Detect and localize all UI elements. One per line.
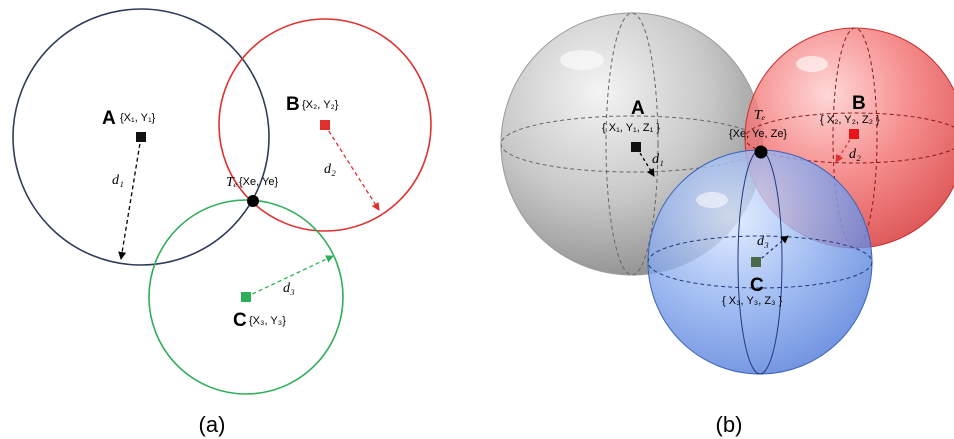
circle-c — [148, 199, 344, 395]
sphere-distance-line-d2 — [835, 134, 854, 163]
sphere-anchor-b-marker — [849, 129, 859, 139]
panel-a: A {X₁, Y₁} B {X₂, Y₂} C {X₃, Y₃} Tₑ {Xe,… — [12, 8, 432, 437]
sphere-anchor-c-name: C — [750, 275, 764, 296]
sphere-anchor-a-marker — [631, 142, 641, 152]
anchor-c-name: C — [233, 310, 247, 331]
sphere-distance-line-d3 — [756, 235, 789, 263]
anchor-b-coords: {X₂, Y₂} — [302, 99, 339, 111]
distance-label-d2: d₂ — [324, 162, 336, 177]
sphere-anchor-b-coords: { X₂, Y₂, Z₂ } — [820, 114, 880, 126]
panel-b: A { X₁, Y₁, Z₁ } B { X₂, Y₂, Z₂ } C { X₃… — [500, 12, 954, 437]
caption-a: (a) — [199, 412, 226, 437]
sphere-distance-label-d3: d₃ — [757, 234, 769, 249]
circle-a — [12, 8, 270, 266]
anchor-c-coords: {X₃, Y₃} — [249, 315, 286, 327]
distance-label-d1: d₁ — [112, 173, 124, 188]
target-name: Tₑ — [226, 175, 238, 190]
sphere-anchor-c-marker — [751, 257, 761, 267]
sphere-target-point — [754, 145, 768, 159]
anchor-b-name: B — [286, 94, 300, 115]
sphere-anchor-a-name: A — [631, 98, 645, 119]
anchor-b-marker — [320, 120, 330, 130]
caption-b: (b) — [716, 412, 743, 437]
circle-b — [218, 18, 432, 232]
sphere-anchor-a-coords: { X₁, Y₁, Z₁ } — [602, 122, 660, 134]
sphere-target-name: Tₑ — [754, 108, 766, 123]
distance-label-d3: d₃ — [283, 281, 295, 296]
sphere-distance-label-d1: d₁ — [652, 152, 664, 167]
anchor-c-marker — [241, 292, 251, 302]
target-coords: {Xe, Ye} — [239, 176, 278, 188]
distance-line-d2 — [324, 124, 380, 211]
anchor-a-name: A — [102, 108, 116, 129]
sphere-anchor-c-coords: { X₃, Y₃, Z₃ } — [722, 295, 783, 307]
sphere-distance-label-d2: d₂ — [849, 147, 861, 162]
distance-line-d3 — [245, 255, 334, 298]
distance-line-d1 — [118, 136, 142, 260]
sphere-target-coords: {Xe, Ye, Ze} — [729, 128, 787, 140]
sphere-anchor-b-name: B — [852, 93, 866, 114]
target-point — [247, 195, 259, 207]
anchor-a-coords: {X₁, Y₁} — [120, 112, 156, 124]
anchor-a-marker — [136, 132, 146, 142]
